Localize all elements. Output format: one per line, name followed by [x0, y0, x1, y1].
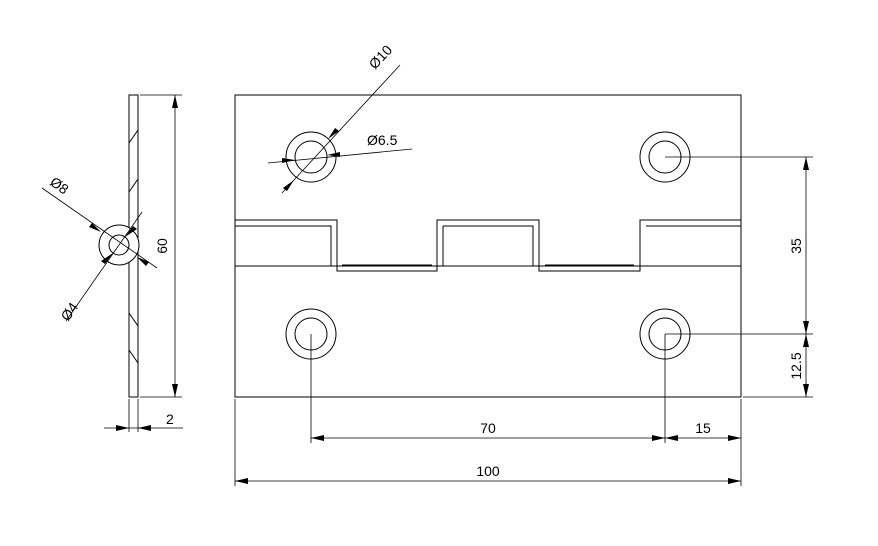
hole-outer-diameter-label: Ø10 [365, 42, 395, 72]
height-label: 60 [154, 238, 170, 254]
arrowhead [803, 384, 809, 397]
side-view-hatch [128, 178, 139, 193]
hinge-knuckles-inner [235, 225, 741, 267]
screw-hole-top-left-inner [294, 140, 328, 174]
arrowhead [101, 253, 113, 264]
arrowhead [172, 95, 178, 108]
hole-offset-right-label: 15 [695, 420, 711, 436]
arrowhead [803, 321, 809, 334]
side-view-hatch [128, 349, 139, 364]
arrowhead [803, 334, 809, 347]
thickness-label: 2 [166, 411, 174, 427]
arrowhead [125, 226, 137, 237]
hole-offset-bottom-label: 12.5 [788, 352, 804, 379]
side-inner-diameter-label: Ø4 [57, 299, 81, 324]
arrowhead [665, 435, 678, 441]
side-view-knuckle-inner [108, 234, 130, 256]
side-inner-diameter-leader [65, 211, 143, 322]
arrowhead [728, 435, 741, 441]
arrowhead [137, 257, 149, 266]
arrowhead [282, 158, 295, 163]
arrowhead [728, 478, 741, 484]
arrowhead [311, 435, 324, 441]
hinge-plate-outline [234, 94, 742, 398]
arrowhead [172, 384, 178, 397]
arrowhead [235, 478, 248, 484]
hinge-knuckles [235, 219, 741, 272]
side-view-hatch [128, 312, 139, 327]
arrowhead [803, 157, 809, 170]
arrowhead [89, 223, 101, 232]
hole-inner-diameter-label: Ø6.5 [367, 132, 398, 148]
arrowhead [652, 435, 665, 441]
hole-spacing-horizontal-label: 70 [480, 420, 496, 436]
arrowhead [327, 152, 340, 157]
overall-width-label: 100 [476, 463, 500, 479]
screw-hole-top-left-outer [285, 131, 337, 183]
side-view: Ø8 Ø4 60 2 [41, 94, 183, 432]
hole-outer-diameter-leader [281, 64, 401, 194]
arrowhead [138, 425, 151, 431]
arrowhead [328, 128, 339, 139]
side-outer-diameter-leader [41, 187, 158, 269]
side-view-hatch [128, 129, 139, 144]
arrowhead [116, 425, 129, 431]
front-view: Ø10 Ø6.5 35 12.5 70 15 100 [234, 42, 813, 486]
hole-spacing-vertical-label: 35 [788, 238, 804, 254]
arrowhead [283, 180, 294, 191]
